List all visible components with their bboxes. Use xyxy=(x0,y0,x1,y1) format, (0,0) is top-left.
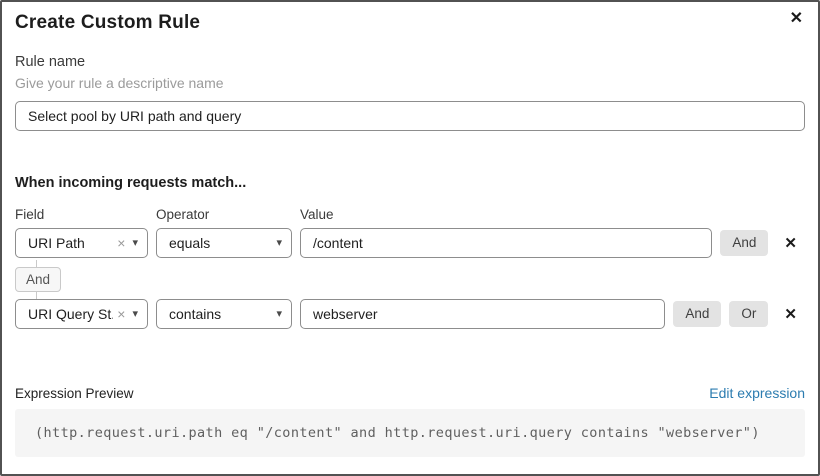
and-button[interactable]: And xyxy=(720,230,769,256)
connector-line xyxy=(36,292,37,299)
operator-select[interactable]: contains ▾ xyxy=(156,299,292,329)
edit-expression-link[interactable]: Edit expression xyxy=(709,385,805,401)
rule-name-input[interactable] xyxy=(15,101,805,131)
remove-icon: ✕ xyxy=(784,305,797,323)
chevron-down-icon: ▾ xyxy=(276,236,282,249)
value-input[interactable] xyxy=(300,228,713,258)
remove-condition-button[interactable]: ✕ xyxy=(782,307,799,322)
condition-row: URI Query St... × ▾ contains ▾ And Or ✕ xyxy=(15,299,805,329)
column-labels: Field Operator Value xyxy=(15,207,805,222)
expression-preview-label: Expression Preview xyxy=(15,385,134,401)
and-connector-badge: And xyxy=(15,267,62,292)
operator-column-label: Operator xyxy=(156,207,210,222)
operator-select[interactable]: equals ▾ xyxy=(156,228,292,258)
chevron-down-icon: ▾ xyxy=(132,307,138,320)
chevron-down-icon: ▾ xyxy=(276,307,282,320)
field-select-value: URI Query St... xyxy=(28,306,113,322)
close-button[interactable]: ✕ xyxy=(788,11,805,27)
field-select[interactable]: URI Query St... × ▾ xyxy=(15,299,148,329)
value-input[interactable] xyxy=(300,299,666,329)
operator-select-value: contains xyxy=(169,306,222,322)
dialog-header: Create Custom Rule ✕ xyxy=(15,11,805,34)
remove-condition-button[interactable]: ✕ xyxy=(782,236,799,251)
connector-line xyxy=(36,260,37,267)
rule-name-helper: Give your rule a descriptive name xyxy=(15,75,224,91)
value-column-label: Value xyxy=(300,207,334,222)
and-button[interactable]: And xyxy=(673,301,722,327)
match-heading: When incoming requests match... xyxy=(15,175,247,191)
field-column-label: Field xyxy=(15,207,45,222)
close-icon: ✕ xyxy=(789,10,803,27)
condition-row: URI Path × ▾ equals ▾ And ✕ xyxy=(15,228,805,258)
dialog-title: Create Custom Rule xyxy=(15,12,201,33)
operator-select-value: equals xyxy=(169,235,211,251)
field-select[interactable]: URI Path × ▾ xyxy=(15,228,148,258)
chevron-down-icon: ▾ xyxy=(132,236,138,249)
remove-icon: ✕ xyxy=(784,234,797,252)
field-select-value: URI Path xyxy=(28,235,85,251)
expression-code: (http.request.uri.path eq "/content" and… xyxy=(15,409,805,457)
rule-name-label: Rule name xyxy=(15,54,86,70)
and-connector: And xyxy=(15,260,805,299)
or-button[interactable]: Or xyxy=(729,301,769,327)
expression-header: Expression Preview Edit expression xyxy=(15,385,805,401)
clear-field-icon[interactable]: × xyxy=(117,306,126,322)
clear-field-icon[interactable]: × xyxy=(117,235,126,251)
